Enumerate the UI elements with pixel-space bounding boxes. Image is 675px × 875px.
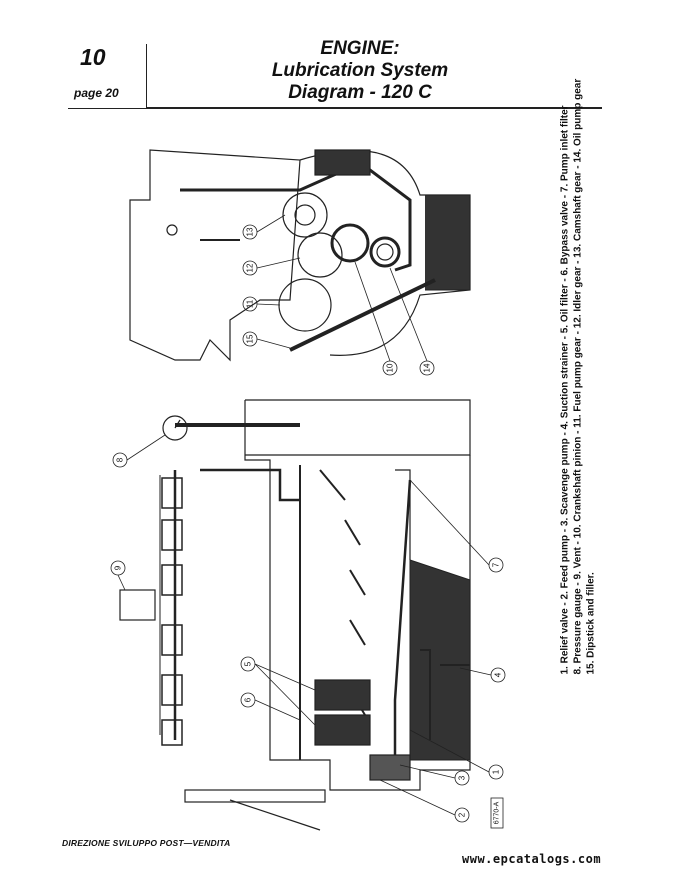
title-line-3: Diagram - 120 C (288, 82, 432, 103)
callout-label-15: 15 (246, 334, 255, 343)
fuel-pump-gear (278, 278, 332, 332)
idler-gear (297, 232, 343, 278)
callout-label-7: 7 (492, 562, 501, 567)
oil-filter-1 (314, 679, 371, 711)
sump-side (409, 559, 471, 761)
feed-pump (369, 754, 411, 781)
sump-lower (395, 469, 411, 560)
legend-line-2: 8. Pressure gauge - 9. Vent - 10. Cranks… (572, 78, 584, 675)
callout-label-1: 1 (492, 769, 501, 774)
page-title: ENGINE: Lubrication System Diagram - 120… (240, 38, 480, 104)
page-number: 10 (80, 44, 106, 70)
oil-pump-gear (369, 236, 401, 268)
callout-label-10: 10 (386, 363, 395, 372)
drawing-code-box (490, 797, 504, 829)
title-line-2: Lubrication System (271, 60, 449, 81)
callout-label-11: 11 (246, 299, 255, 308)
page-label: page 20 (74, 86, 119, 100)
camshaft-gear (282, 192, 328, 238)
footer-text: DIREZIONE SVILUPPO POST—VENDITA (62, 838, 231, 848)
timing-case-outline (129, 149, 301, 362)
callout-label-4: 4 (494, 672, 503, 677)
oil-filter-2 (314, 714, 371, 746)
legend: 1. Relief valve - 2. Feed pump - 3. Scav… (559, 78, 598, 675)
vent (119, 589, 156, 621)
crankshaft-pinion (330, 223, 370, 263)
crankcase-outline (244, 400, 471, 791)
title-line-1: ENGINE: (320, 38, 400, 59)
callout-label-13: 13 (246, 227, 255, 236)
callout-label-3: 3 (458, 775, 467, 780)
callout-label-6: 6 (244, 697, 253, 702)
header-rule (146, 107, 602, 109)
main-oil-gallery (200, 468, 300, 502)
callout-label-12: 12 (246, 263, 255, 272)
legend-line-1: 1. Relief valve - 2. Feed pump - 3. Scav… (559, 105, 571, 675)
drawing-code: 6770-A (494, 801, 501, 824)
sump-top (425, 194, 471, 291)
legend-line-3: 15. Dipstick and filler. (585, 572, 597, 675)
callout-label-5: 5 (244, 661, 253, 666)
oil-line-top (180, 168, 412, 272)
callout-label-9: 9 (114, 565, 123, 570)
callout-label-2: 2 (458, 812, 467, 817)
header-box (68, 44, 147, 109)
pressure-gauge (162, 415, 188, 441)
callout-label-8: 8 (116, 457, 125, 462)
watermark: www.epcatalogs.com (462, 852, 602, 866)
cylinder-block (245, 399, 471, 456)
callout-label-14: 14 (423, 363, 432, 372)
filter-head-top (314, 149, 371, 176)
